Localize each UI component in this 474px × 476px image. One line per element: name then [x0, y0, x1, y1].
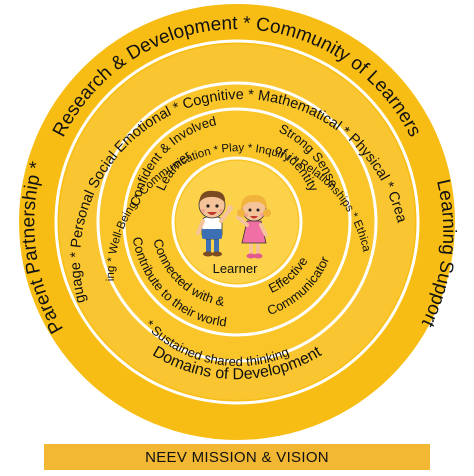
- outer-ring-separator: [54, 39, 420, 405]
- themes-ring-separator: [122, 107, 352, 337]
- girl-child-icon: [236, 194, 271, 259]
- mission-vision-label: NEEV MISSION & VISION: [145, 448, 329, 466]
- mission-vision-banner: NEEV MISSION & VISION: [44, 444, 430, 470]
- domains-ring-separator: [96, 81, 378, 363]
- boy-child-icon: [196, 190, 233, 257]
- core-separator: [171, 156, 303, 288]
- learner-center-label: Learner: [213, 261, 258, 276]
